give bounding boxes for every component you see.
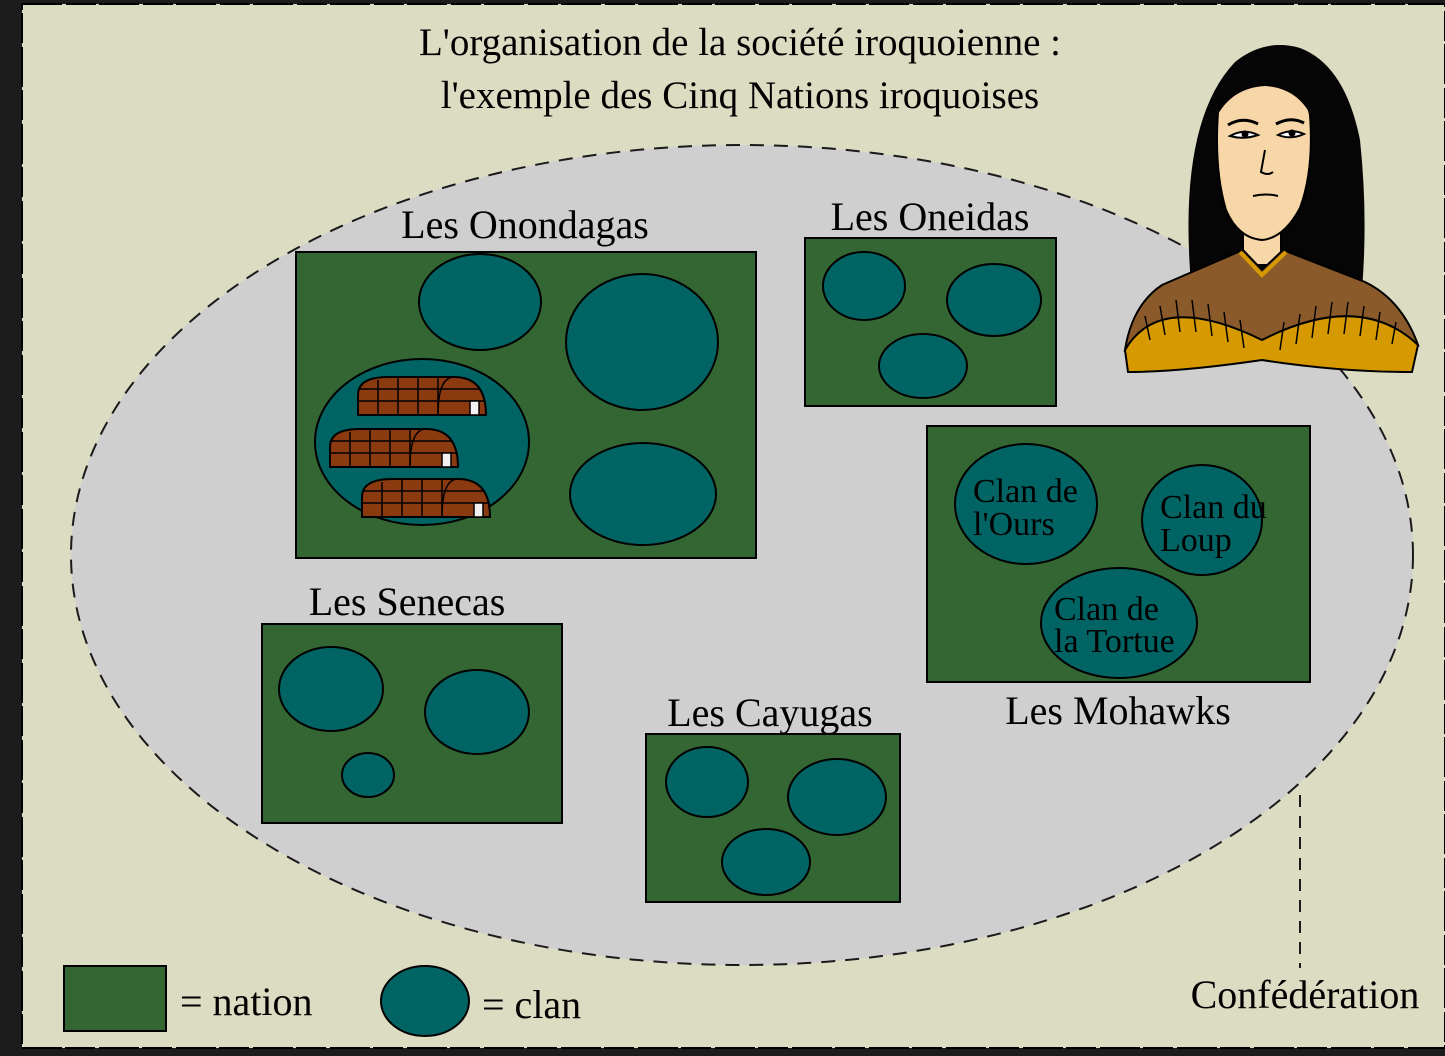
clan-label-tortue-line1: Clan de (1054, 591, 1159, 628)
nation-oneidas: Les Oneidas (804, 194, 1057, 407)
legend-clan-label: = clan (482, 982, 581, 1027)
clan-label-ours-line1: Clan de (973, 473, 1078, 510)
clan-ellipse-loup (1141, 464, 1263, 576)
hair-fringe (1215, 68, 1314, 122)
legend-nation-label: = nation (180, 979, 313, 1024)
clan-ellipse (341, 752, 395, 798)
clan-label-loup-line1: Clan du (1160, 489, 1267, 526)
clan-ellipse (787, 758, 887, 836)
clan-ellipse (721, 828, 811, 896)
title-line-2: l'exemple des Cinq Nations iroquoises (441, 74, 1039, 117)
legend-clan-swatch (380, 965, 470, 1037)
clan-label-ours-line2: l'Ours (973, 506, 1055, 543)
clan-ellipse-ours (954, 443, 1098, 565)
nation-label-oneidas: Les Oneidas (831, 194, 1030, 239)
nation-mohawks: Clan de l'Ours Clan du Loup Clan de la T… (926, 425, 1311, 733)
longhouse-icon (357, 376, 488, 416)
clan-ellipse-tortue (1040, 567, 1198, 679)
nation-cayugas: Les Cayugas (645, 690, 901, 903)
nation-label-senecas: Les Senecas (309, 579, 506, 624)
clan-ellipse (569, 442, 717, 546)
clan-ellipse (822, 251, 906, 321)
clan-ellipse (418, 253, 542, 351)
confederation-label: Confédération (1191, 972, 1420, 1017)
clan-ellipse (424, 669, 530, 755)
clan-ellipse (878, 333, 968, 399)
nation-senecas: Les Senecas (261, 579, 563, 824)
nation-label-mohawks: Les Mohawks (1005, 688, 1231, 733)
nation-label-cayugas: Les Cayugas (667, 690, 873, 735)
clan-ellipse (278, 646, 384, 732)
legend: = nation = clan (63, 965, 581, 1037)
title-line-1: L'organisation de la société iroquoienne… (419, 21, 1061, 64)
clan-label-tortue-line2: la Tortue (1054, 623, 1175, 660)
clan-ellipse (665, 746, 749, 818)
clan-ellipse (565, 273, 719, 411)
iroquois-woman-portrait (1123, 45, 1420, 374)
clan-label-loup-line2: Loup (1160, 522, 1232, 559)
nation-label-onondagas: Les Onondagas (401, 202, 649, 247)
legend-nation-swatch (63, 965, 167, 1032)
longhouse-icon (361, 478, 492, 518)
longhouse-icon (329, 428, 460, 468)
clan-ellipse (946, 263, 1042, 337)
nation-onondagas: Les Onondagas (295, 202, 757, 559)
